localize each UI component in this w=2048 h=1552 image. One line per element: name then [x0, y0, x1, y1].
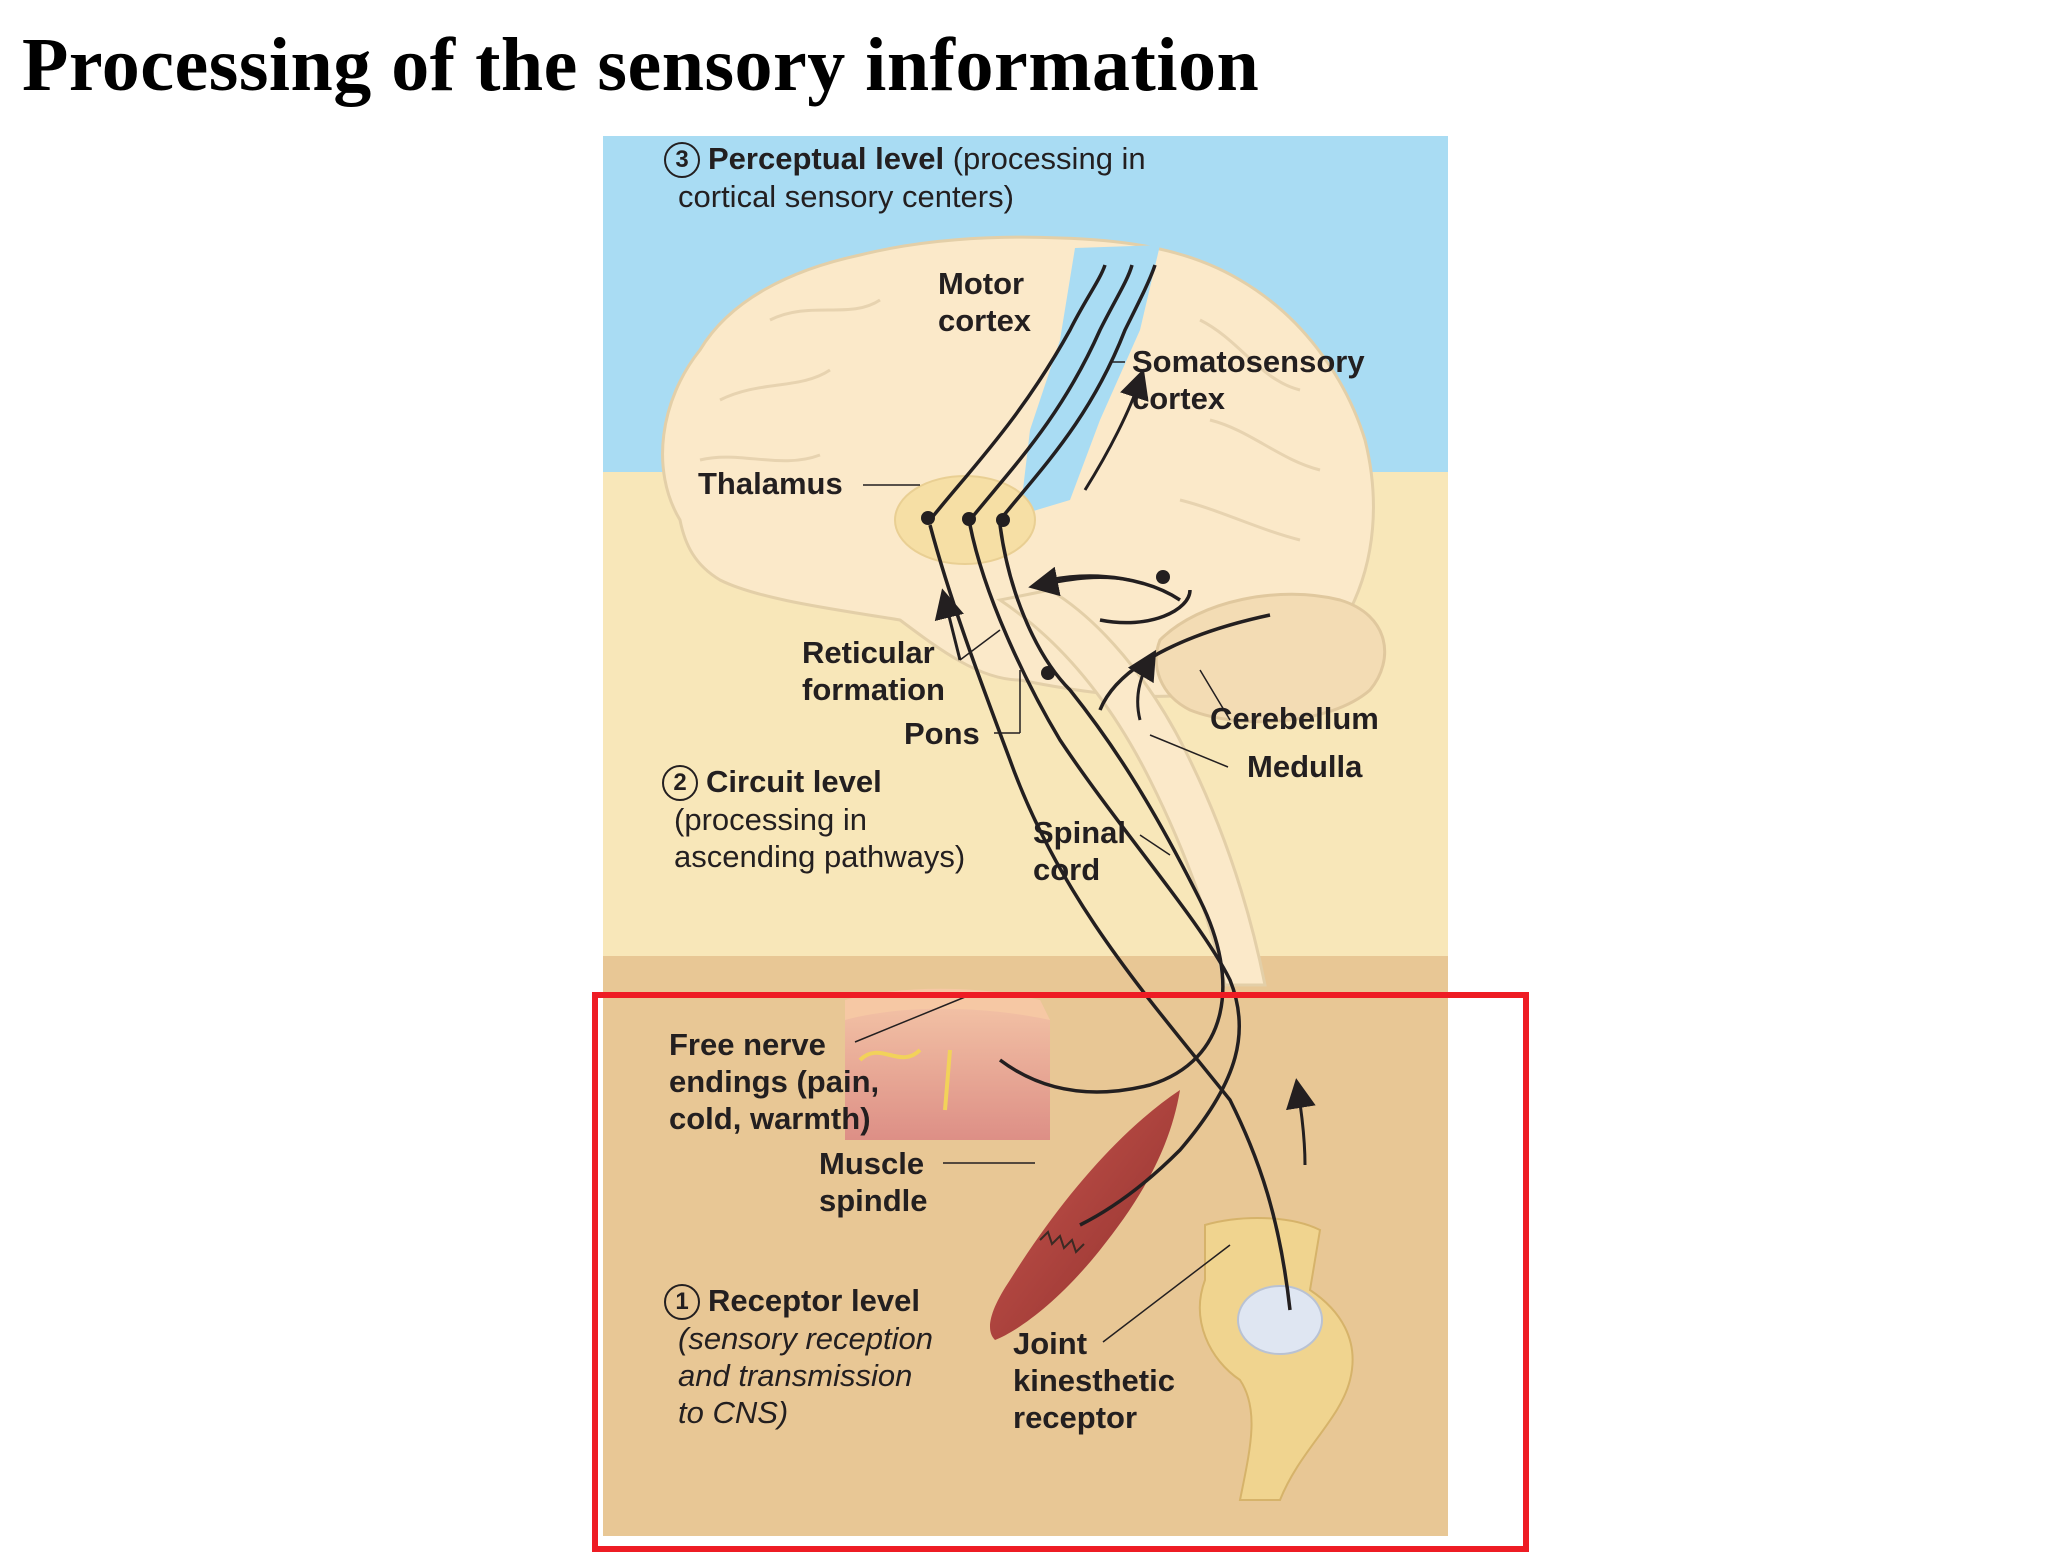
- receptor-level-desc-3: to CNS): [678, 1395, 789, 1430]
- pons-label: Pons: [904, 716, 980, 751]
- receptor-level-highlight-box: [592, 992, 1529, 1552]
- brain-cerebrum: [661, 235, 1375, 698]
- level-3-badge: 3: [664, 142, 700, 178]
- synapse-dots: [921, 511, 1170, 680]
- muscle: [990, 1090, 1180, 1340]
- level-2-badge: 2: [662, 765, 698, 801]
- thalamus-label: Thalamus: [698, 466, 843, 501]
- cortex-strip: [1020, 245, 1160, 515]
- circuit-level-heading: Circuit level: [706, 764, 882, 799]
- medulla-label: Medulla: [1247, 749, 1363, 784]
- receptor-level-desc-1: (sensory reception: [678, 1321, 934, 1356]
- joint-capsule: [1237, 1285, 1323, 1355]
- brainstem-spinal-cord: [996, 588, 1267, 987]
- receptor-level-heading: Receptor level: [708, 1283, 920, 1318]
- receptor-level-desc-2: and transmission: [678, 1358, 913, 1393]
- circuit-level-desc-1: (processing in: [674, 802, 867, 837]
- cerebellum: [1154, 592, 1387, 724]
- level-1-badge: 1: [664, 1284, 700, 1320]
- perceptual-level-heading: Perceptual level: [708, 141, 945, 176]
- brain-gyri: [699, 298, 1321, 542]
- page-title: Processing of the sensory information: [22, 23, 1260, 107]
- neural-pathways: [928, 264, 1292, 1311]
- perceptual-level-desc-2: cortical sensory centers): [678, 179, 1014, 214]
- hip-joint: [1198, 1217, 1354, 1501]
- cerebellum-label: Cerebellum: [1210, 701, 1379, 736]
- muscle-spindle-coil: [1039, 1230, 1085, 1254]
- perceptual-level-desc-1: (processing in: [944, 141, 1146, 176]
- circuit-level-desc-2: ascending pathways): [674, 839, 966, 874]
- leader-lines: [854, 361, 1231, 1343]
- arrows: [934, 368, 1316, 1166]
